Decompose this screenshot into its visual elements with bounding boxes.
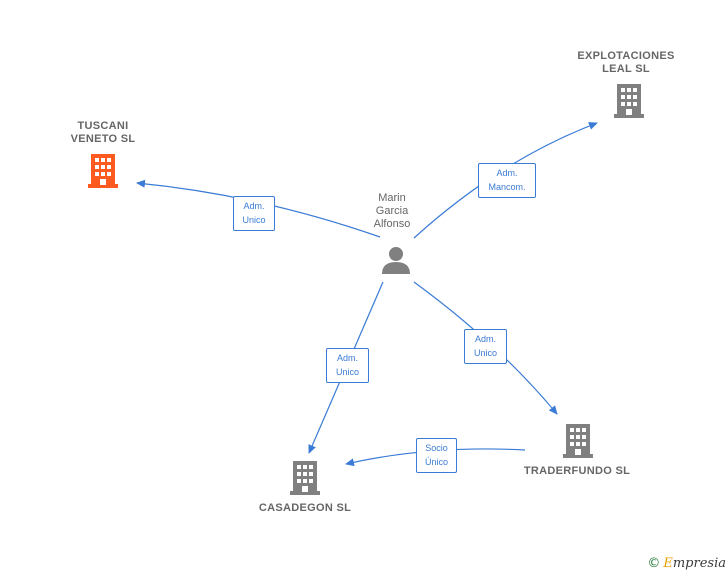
brand-name: mpresia xyxy=(672,556,726,571)
brand-initial: E xyxy=(663,556,673,571)
relation-label-explotaciones: Adm. Mancom. xyxy=(478,163,536,198)
company-name-explotaciones[interactable]: EXPLOTACIONES LEAL SL xyxy=(577,50,675,75)
company-name-traderfundo[interactable]: TRADERFUNDO SL xyxy=(523,465,631,477)
relation-label-tuscani: Adm. Unico xyxy=(233,196,275,231)
company-building-icon-tuscani[interactable] xyxy=(88,154,118,188)
relation-label-traderfundo: Adm. Unico xyxy=(464,329,507,364)
relation-label-casadegon: Adm. Unico xyxy=(326,348,369,383)
company-building-icon-explotaciones[interactable] xyxy=(614,84,644,118)
person-icon[interactable] xyxy=(381,246,411,274)
empresia-logo: ©Empresia xyxy=(647,555,726,571)
relation-label-socio: Socio Único xyxy=(416,438,457,473)
copyright-symbol: © xyxy=(647,556,661,571)
company-building-icon-casadegon[interactable] xyxy=(290,461,320,495)
company-building-icon-traderfundo[interactable] xyxy=(563,424,593,458)
person-name[interactable]: Marin Garcia Alfonso xyxy=(373,192,411,230)
company-name-tuscani[interactable]: TUSCANI VENETO SL xyxy=(70,120,136,145)
company-name-casadegon[interactable]: CASADEGON SL xyxy=(258,502,352,514)
